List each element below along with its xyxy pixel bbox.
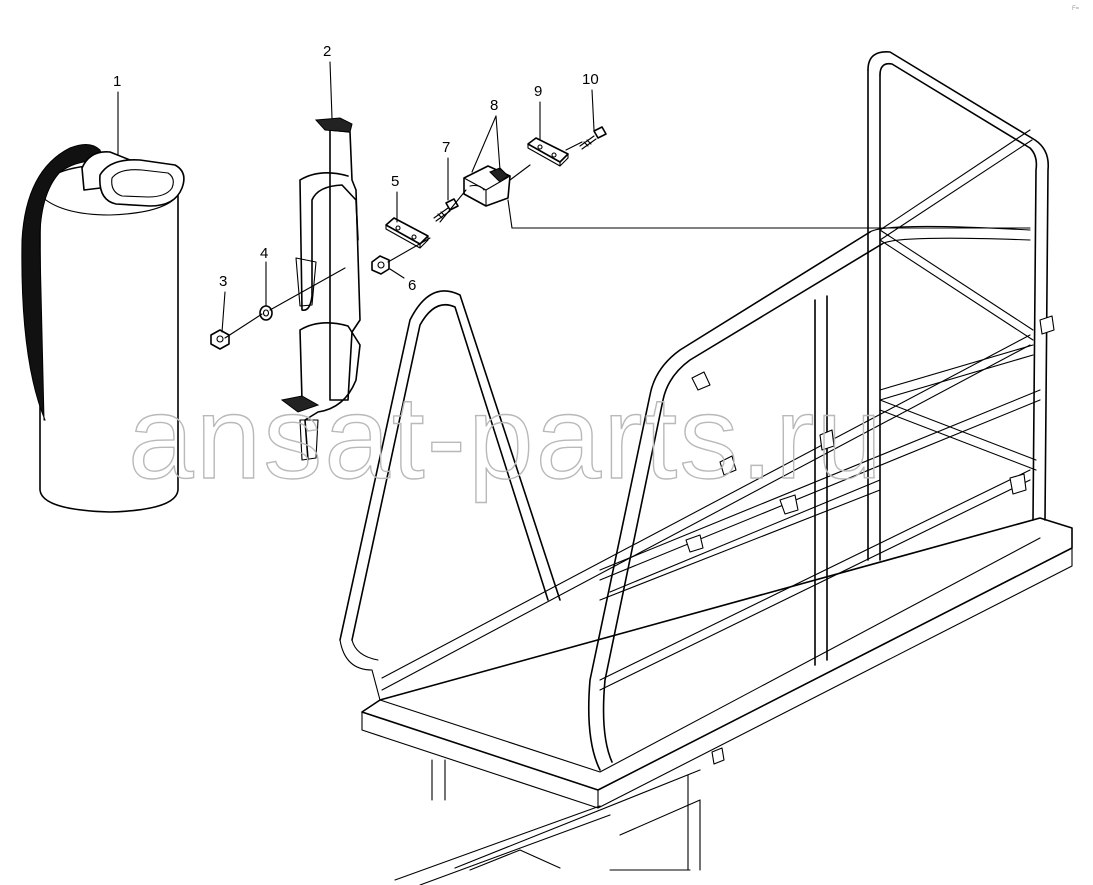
callout-5: 5 <box>391 173 399 190</box>
callout-10: 10 <box>582 71 599 88</box>
hardware-washer-4 <box>259 305 273 321</box>
extinguisher-bracket <box>280 117 361 461</box>
hardware-clamp-8 <box>463 165 511 207</box>
callout-9: 9 <box>534 83 542 100</box>
hardware-bolt-7 <box>433 198 459 222</box>
callout-4: 4 <box>260 245 268 262</box>
callout-1: 1 <box>113 73 121 90</box>
assembly-lines <box>117 61 1031 339</box>
step-platform-railing <box>339 51 1073 885</box>
callout-6: 6 <box>408 277 416 294</box>
watermark-text: ansat-parts.ru <box>128 372 884 504</box>
hardware-plate-9 <box>527 137 569 167</box>
hardware-nut-6 <box>371 255 390 275</box>
callout-3: 3 <box>219 273 227 290</box>
callout-8: 8 <box>490 97 498 114</box>
callout-2: 2 <box>323 43 331 60</box>
fire-extinguisher <box>21 144 185 513</box>
corner-mark: F= <box>1072 6 1080 12</box>
hardware-plate-5 <box>385 217 429 249</box>
hardware-nut-3 <box>210 329 230 350</box>
hardware-bolt-10 <box>579 126 607 150</box>
callout-labels: 1 2 3 4 5 6 7 8 9 10 <box>113 43 599 294</box>
callout-7: 7 <box>442 139 450 156</box>
